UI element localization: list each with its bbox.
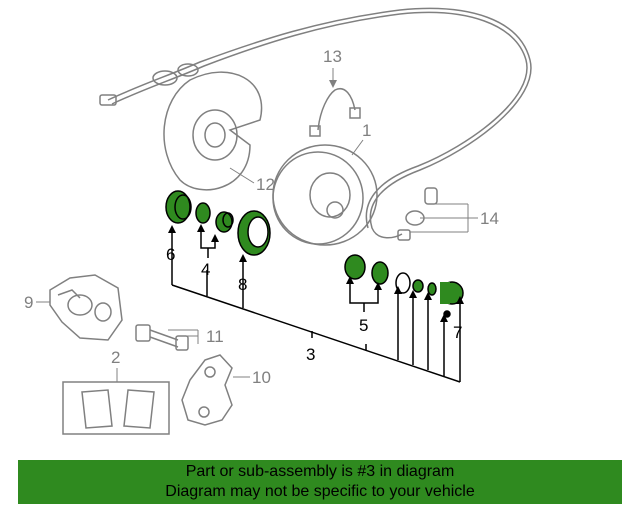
callout-5: 5 [359, 316, 368, 335]
callout-13: 13 [323, 47, 342, 66]
callout-1: 1 [362, 121, 371, 140]
kit-3-components-left [165, 190, 271, 256]
callout-6: 6 [166, 245, 175, 264]
brake-hose-part-13 [309, 88, 361, 137]
callout-10: 10 [252, 368, 271, 387]
callout-7: 7 [453, 323, 462, 342]
caliper-bracket-part-10 [181, 354, 233, 426]
callout-8: 8 [238, 275, 247, 294]
info-banner: Part or sub-assembly is #3 in diagram Di… [18, 460, 622, 504]
kit-3-bracket [171, 226, 461, 383]
callout-14: 14 [480, 209, 499, 228]
brake-disc-part-1 [272, 144, 378, 246]
banner-line-1: Part or sub-assembly is #3 in diagram [185, 463, 455, 480]
brake-pads-part-2 [62, 381, 170, 435]
exploded-parts-diagram: 12 13 1 14 [24, 7, 532, 435]
callout-9: 9 [24, 293, 33, 312]
guide-bolt-part-11 [135, 324, 189, 351]
callout-12: 12 [256, 175, 275, 194]
callout-4: 4 [201, 260, 210, 279]
callout-3: 3 [306, 345, 315, 364]
callout-11: 11 [206, 327, 224, 346]
arrowheads [168, 224, 464, 322]
banner-line-2: Diagram may not be specific to your vehi… [165, 483, 475, 500]
abs-sensor-wire [99, 7, 532, 239]
callout-2: 2 [111, 348, 120, 367]
caliper-part-9 [49, 274, 123, 341]
backing-plate-part-12 [163, 71, 263, 191]
kit-3-components-right [344, 254, 464, 318]
